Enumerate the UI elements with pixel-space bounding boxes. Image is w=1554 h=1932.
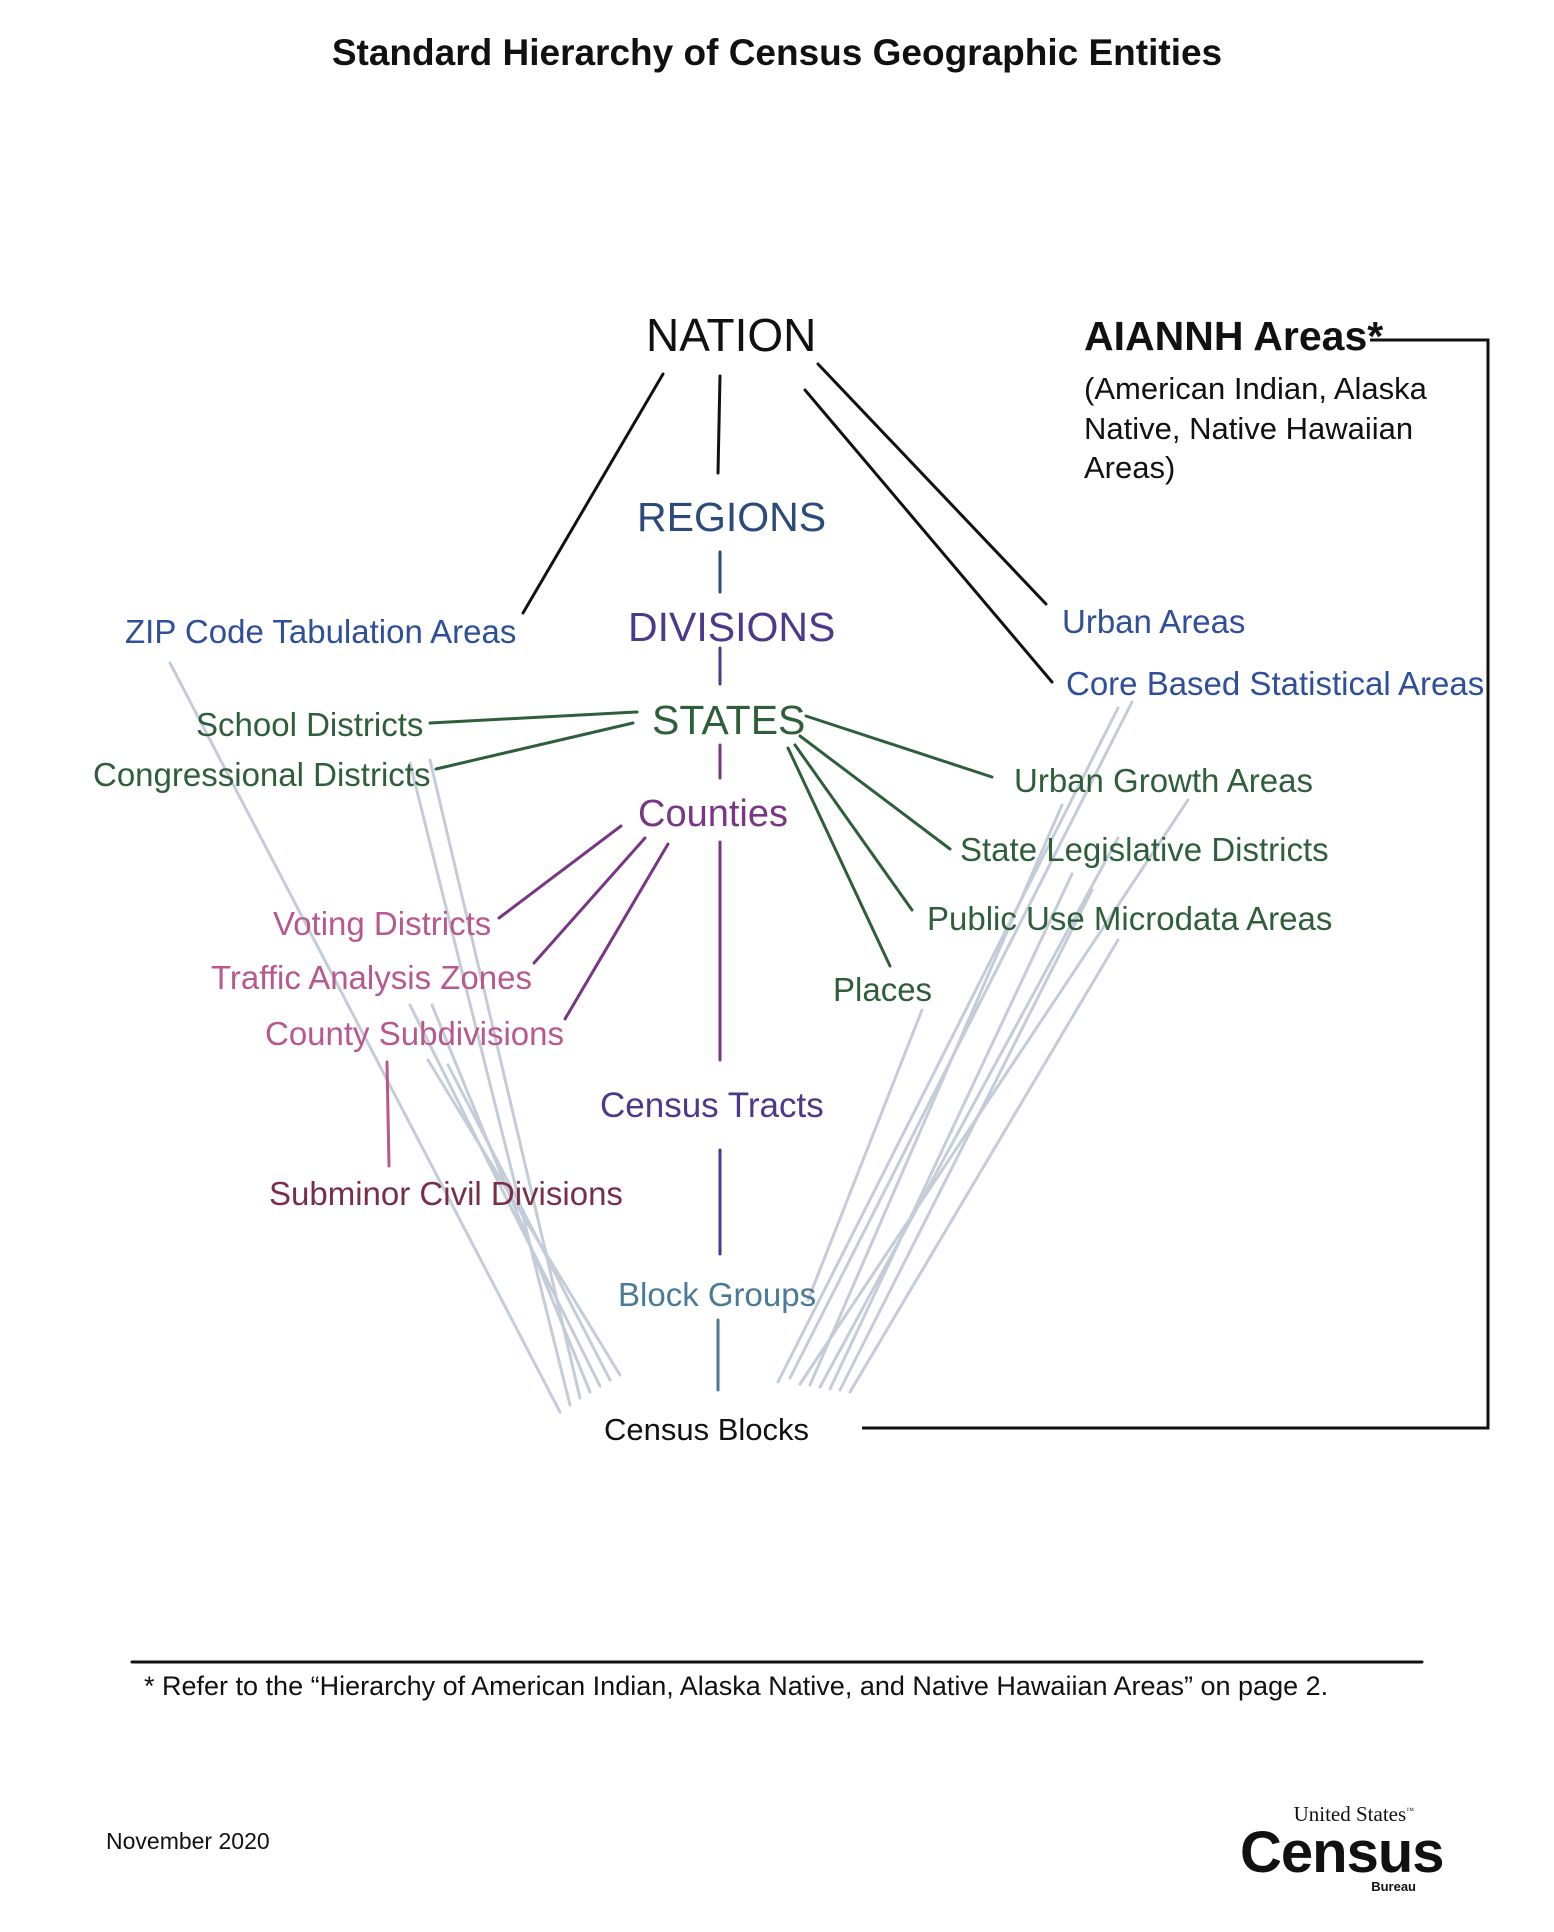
node-urban-growth-areas: Urban Growth Areas bbox=[1014, 762, 1313, 799]
gray-line-left-7 bbox=[426, 1058, 622, 1377]
node-census-blocks: Census Blocks bbox=[604, 1412, 810, 1447]
node-county-subdivisions: County Subdivisions bbox=[265, 1015, 564, 1052]
publication-date: November 2020 bbox=[106, 1828, 270, 1854]
states-to-puma-line bbox=[793, 743, 914, 912]
node-school-districts: School Districts bbox=[196, 706, 424, 743]
states-to-places-line bbox=[786, 746, 892, 968]
node-core-based-statistical-areas: Core Based Statistical Areas bbox=[1066, 665, 1485, 702]
node-zip-code-tabulation-areas: ZIP Code Tabulation Areas bbox=[125, 613, 517, 650]
gray-line-right-6 bbox=[828, 872, 1074, 1391]
states-to-sld-line bbox=[798, 734, 952, 851]
counties-to-cousub-line bbox=[563, 842, 670, 1021]
counties-to-voting-line bbox=[497, 824, 623, 920]
node-places: Places bbox=[833, 971, 933, 1008]
states-to-urban-growth-line bbox=[804, 714, 994, 779]
node-traffic-analysis-zones: Traffic Analysis Zones bbox=[211, 959, 532, 996]
node-regions: REGIONS bbox=[637, 494, 827, 540]
node-subminor-civil-divisions: Subminor Civil Divisions bbox=[269, 1175, 623, 1212]
aiannh-areas-description: (American Indian, Alaska Native, Native … bbox=[1084, 371, 1427, 486]
logo-census: Census bbox=[1240, 1820, 1445, 1885]
gray-line-left-3 bbox=[428, 758, 582, 1400]
gray-line-left-6 bbox=[446, 1063, 612, 1382]
states-to-school-districts-line bbox=[428, 710, 639, 725]
nation-to-urban-areas-line bbox=[816, 362, 1048, 606]
aiannh-bracket-line bbox=[862, 338, 1490, 1430]
gray-line-right-3 bbox=[798, 798, 1190, 1386]
gray-line-right-9 bbox=[806, 1008, 924, 1302]
aiannh-areas-title: AIANNH Areas* bbox=[1084, 313, 1384, 359]
node-states: STATES bbox=[652, 697, 806, 743]
gray-line-left-2 bbox=[408, 761, 572, 1407]
gray-line-right-1 bbox=[776, 706, 1120, 1384]
census-bureau-logo: United States™ Census Bureau bbox=[1240, 1802, 1445, 1895]
node-voting-districts: Voting Districts bbox=[273, 905, 492, 942]
cousub-to-subminor-line bbox=[385, 1060, 391, 1168]
logo-united-states: United States™ bbox=[1293, 1802, 1414, 1826]
page-title: Standard Hierarchy of Census Geographic … bbox=[331, 32, 1223, 73]
node-congressional-districts: Congressional Districts bbox=[93, 756, 431, 793]
states-to-congressional-line bbox=[434, 721, 635, 771]
gray-line-right-8 bbox=[848, 938, 1120, 1394]
nation-to-cbsa-line bbox=[803, 388, 1054, 684]
gray-line-right-4 bbox=[808, 803, 1064, 1387]
gray-line-right-5 bbox=[818, 836, 1120, 1389]
nation-to-zcta-line bbox=[521, 372, 665, 615]
node-divisions: DIVISIONS bbox=[628, 604, 836, 650]
logo-bureau: Bureau bbox=[1371, 1879, 1416, 1895]
node-nation: NATION bbox=[646, 309, 817, 361]
gray-line-right-7 bbox=[838, 888, 1094, 1392]
node-counties: Counties bbox=[638, 793, 788, 835]
nation-to-regions-line bbox=[716, 374, 722, 475]
node-block-groups: Block Groups bbox=[618, 1276, 817, 1313]
gray-line-left-1 bbox=[168, 661, 562, 1414]
node-urban-areas: Urban Areas bbox=[1062, 603, 1246, 640]
node-state-legislative-districts: State Legislative Districts bbox=[960, 831, 1329, 868]
node-census-tracts: Census Tracts bbox=[600, 1086, 824, 1125]
gray-line-left-5 bbox=[408, 1003, 602, 1388]
counties-to-taz-line bbox=[532, 836, 647, 965]
node-public-use-microdata-areas: Public Use Microdata Areas bbox=[927, 900, 1333, 937]
footnote: * Refer to the “Hierarchy of American In… bbox=[144, 1671, 1329, 1701]
